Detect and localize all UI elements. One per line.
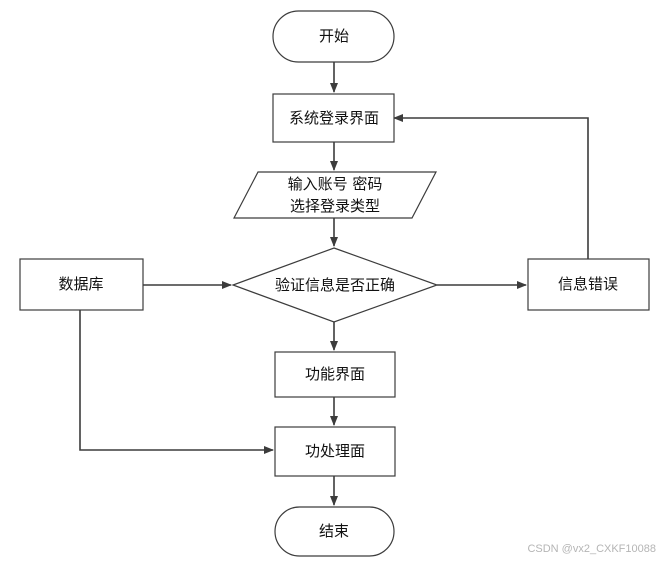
function-screen-node: 功能界面: [274, 351, 396, 398]
end-label: 结束: [319, 522, 349, 540]
input-label-line2: 选择登录类型: [290, 197, 380, 215]
login-screen-node: 系统登录界面: [272, 93, 395, 143]
verify-decision-node: 验证信息是否正确: [231, 247, 439, 323]
database-label: 数据库: [58, 275, 103, 293]
edge-database-to-process: [79, 310, 274, 454]
input-node: 输入账号 密码 选择登录类型: [233, 171, 437, 219]
process-screen-label: 功处理面: [305, 442, 365, 460]
input-label-line1: 输入账号 密码: [288, 175, 383, 193]
function-screen-label: 功能界面: [305, 365, 365, 383]
verify-label: 验证信息是否正确: [275, 276, 395, 294]
watermark-text: CSDN @vx2_CXKF10088: [527, 543, 656, 555]
process-screen-node: 功处理面: [274, 426, 396, 477]
start-label: 开始: [319, 27, 349, 45]
error-node: 信息错误: [527, 258, 650, 311]
edge-error-to-login: [393, 114, 589, 259]
login-screen-label: 系统登录界面: [289, 109, 379, 127]
error-label: 信息错误: [558, 275, 618, 293]
database-node: 数据库: [19, 258, 144, 311]
start-node: 开始: [272, 10, 395, 63]
end-node: 结束: [274, 506, 395, 557]
